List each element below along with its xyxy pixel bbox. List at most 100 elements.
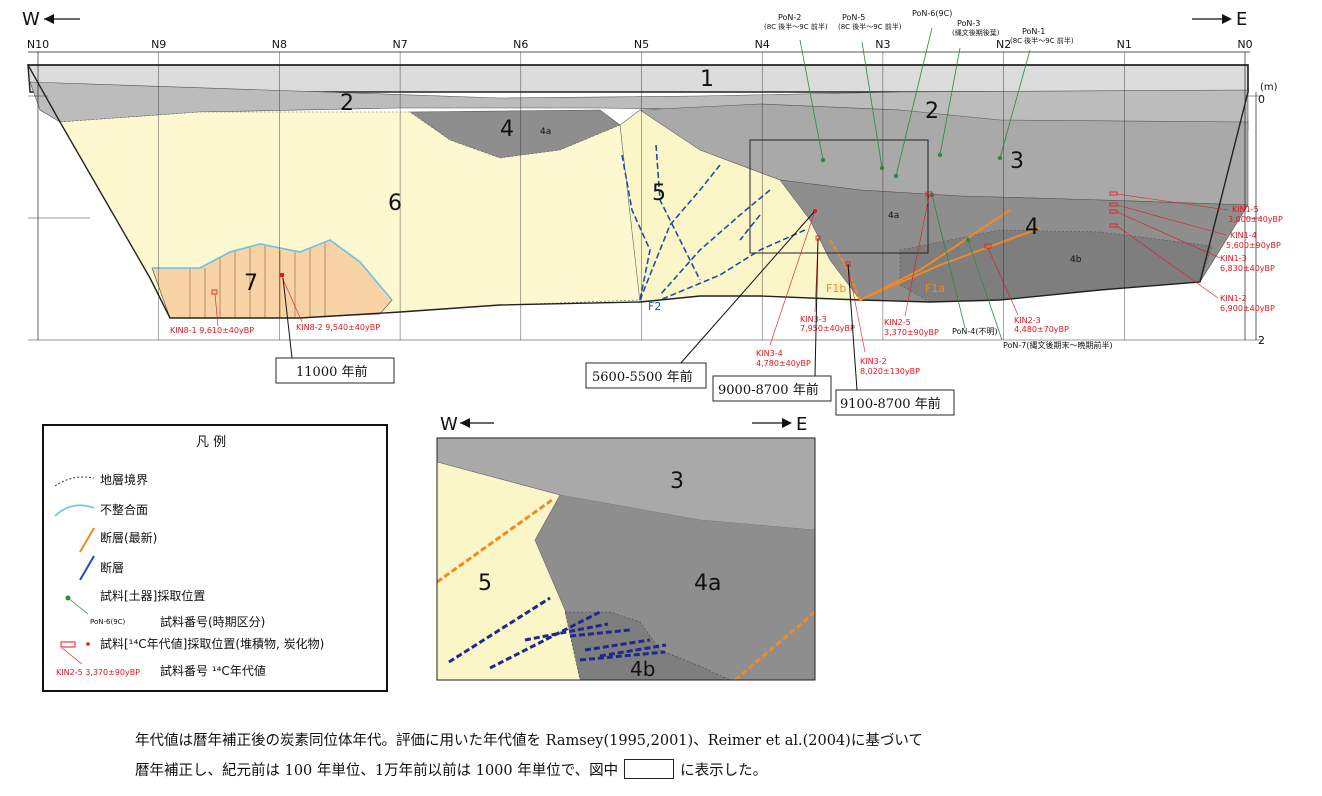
legend-title: 凡 例: [196, 435, 226, 450]
west-label: W: [22, 9, 40, 30]
legend-pottery-number: 試料番号(時期区分): [160, 614, 265, 629]
caption-line-2a: 暦年補正し、紀元前は 100 年単位、1万年前以前は 1000 年単位で、図中: [135, 763, 619, 779]
legend-c14-location: 試料[¹⁴C年代値]採取位置(堆積物, 炭化物): [100, 636, 324, 651]
pottery-label-pon5: PoN-5: [842, 13, 865, 22]
callout-11000: 11000 年前: [296, 364, 368, 380]
age-callouts: 11000 年前 5600-5500 年前 9000-8700 年前 9100-…: [275, 211, 955, 416]
caption-line-2b: に表示した。: [680, 763, 768, 779]
callout-box-9000: [712, 375, 832, 402]
depth-tick-2: 2: [1258, 334, 1265, 347]
pottery-note-pon5: (8C 後半～9C 前半): [838, 22, 902, 31]
callout-9000: 9000-8700 年前: [718, 382, 819, 398]
c14-kin1-3-name: KIN1-3: [1220, 254, 1247, 263]
callout-box-5600: [585, 362, 707, 389]
station-label: N4: [755, 38, 770, 51]
legend-c14-number: 試料番号 ¹⁴C年代値: [160, 663, 266, 678]
station-label: N7: [392, 38, 407, 51]
depth-tick-0: 0: [1258, 93, 1265, 106]
inset-extent-box: [749, 139, 929, 254]
pottery-label-pon7: PoN-7(縄文後期末～晩期前半): [1003, 340, 1113, 350]
legend-fault-latest-symbol: [79, 527, 95, 553]
c14-kin3-3-age: 7,950±40yBP: [800, 324, 855, 333]
pottery-label-pon4: PoN-4(不明): [952, 327, 998, 336]
c14-kin1-2-name: KIN1-2: [1220, 294, 1247, 303]
c14-samples: KIN8-1 9,610±40yBP KIN8-2 9,540±40yBP KI…: [170, 191, 1283, 376]
c14-kin3-4-name: KIN3-4: [756, 349, 783, 358]
c14-kin1-3-age: 6,830±40yBP: [1220, 264, 1275, 273]
callout-5600: 5600-5500 年前: [592, 369, 693, 385]
direction-arrows: W E: [22, 9, 1247, 30]
c14-kin1-5-age: 3,000±40yBP: [1228, 215, 1283, 224]
station-label: N0: [1237, 38, 1252, 51]
station-label: N3: [875, 38, 890, 51]
callout-9100: 9100-8700 年前: [840, 396, 941, 412]
legend-boundary: 地層境界: [100, 472, 148, 487]
station-label: N10: [27, 38, 49, 51]
c14-kin1-5-name: KIN1-5: [1232, 205, 1259, 214]
unit-label-4-east: 4: [1025, 215, 1039, 240]
caption-box-symbol: [624, 759, 675, 779]
depth-axis: (m) 0 2: [1255, 82, 1278, 347]
inset-west-label: W: [440, 414, 458, 435]
c14-kin1-2-age: 6,900±40yBP: [1220, 304, 1275, 313]
c14-kin1-4-age: 5,600±90yBP: [1226, 241, 1281, 250]
unit-label-4-west: 4: [500, 117, 514, 142]
station-axis: N10 N9 N8 N7 N6 N5 N4 N3 N2 N1 N0: [27, 38, 1253, 340]
legend-unconformity-symbol: [54, 504, 95, 517]
legend: 凡 例 地層境界 不整合面 断層(最新) 断層 試料[土器]採取位置 PoN-6…: [42, 424, 388, 692]
inset-unit-4b: 4b: [630, 657, 655, 681]
inset: W E 3 4a 4b 5: [436, 414, 816, 681]
depth-guides: [28, 95, 1262, 341]
c14-kin2-3-name: KIN2-3: [1014, 316, 1041, 325]
inset-unit-4a: 4a: [694, 571, 721, 596]
orange-faults: [829, 209, 1041, 301]
unit-label-4a-small: 4a: [540, 127, 551, 137]
pottery-label-pon6: PoN-6(9C): [912, 9, 952, 18]
caption: 年代値は暦年補正後の炭素同位体年代。評価に用いた年代値を Ramsey(1995…: [135, 726, 1135, 786]
legend-unconformity: 不整合面: [100, 502, 148, 517]
legend-pottery-example: PoN-6(9C): [90, 618, 126, 626]
caption-line-1: 年代値は暦年補正後の炭素同位体年代。評価に用いた年代値を Ramsey(1995…: [135, 733, 923, 749]
legend-fault: 断層: [100, 560, 124, 575]
legend-fault-symbol: [79, 555, 95, 581]
east-label: E: [1236, 9, 1247, 30]
legend-boundary-symbol: [54, 476, 95, 487]
unit-label-4a: 4a: [888, 211, 899, 221]
station-label: N8: [272, 38, 287, 51]
c14-kin2-5-name: KIN2-5: [884, 318, 911, 327]
unconformity-line: [152, 239, 393, 301]
unit-label-2-west: 2: [340, 91, 354, 116]
pottery-note-pon1: (8C 後半～9C 前半): [1010, 36, 1074, 45]
station-label: N1: [1117, 38, 1132, 51]
c14-kin3-4-age: 4,780±40yBP: [756, 359, 811, 368]
inset-east-label: E: [796, 414, 807, 435]
legend-pottery-location: 試料[土器]採取位置: [100, 588, 205, 603]
legend-c14-symbol: [60, 641, 76, 648]
section-outline: [26, 64, 1249, 319]
fault-labels: F1a F1b F2: [648, 282, 945, 313]
c14-kin1-4-name: KIN1-4: [1230, 231, 1257, 240]
station-label: N2: [996, 38, 1011, 51]
inset-unit-5: 5: [478, 571, 492, 596]
depth-unit-label: (m): [1260, 82, 1278, 93]
legend-frame: [42, 424, 388, 692]
station-label: N9: [151, 38, 166, 51]
unit-label-7: 7: [244, 271, 258, 296]
c14-kin2-5-age: 3,370±90yBP: [884, 328, 939, 337]
station-label: N5: [634, 38, 649, 51]
unit-label-5: 5: [652, 181, 666, 206]
pottery-label-pon3: PoN-3: [957, 19, 980, 28]
fault-label-f1b: F1b: [826, 282, 846, 295]
unit-label-2-east: 2: [925, 99, 939, 124]
station-label: N6: [513, 38, 528, 51]
c14-kin3-2-age: 8,020±130yBP: [860, 367, 920, 376]
pottery-note-pon2: (8C 後半～9C 前半): [764, 22, 828, 31]
section-polygons: [26, 64, 1249, 319]
c14-kin2-3-age: 4,480±70yBP: [1014, 325, 1069, 334]
c14-kin3-3-name: KIN3-3: [800, 315, 827, 324]
callout-box-9100: [835, 389, 955, 416]
unit-label-3: 3: [1010, 149, 1024, 174]
legend-fault-latest: 断層(最新): [100, 530, 157, 545]
unit-4b-layer: [899, 229, 1213, 303]
pottery-samples: PoN-2 (8C 後半～9C 前半) PoN-5 (8C 後半～9C 前半) …: [764, 9, 1113, 350]
